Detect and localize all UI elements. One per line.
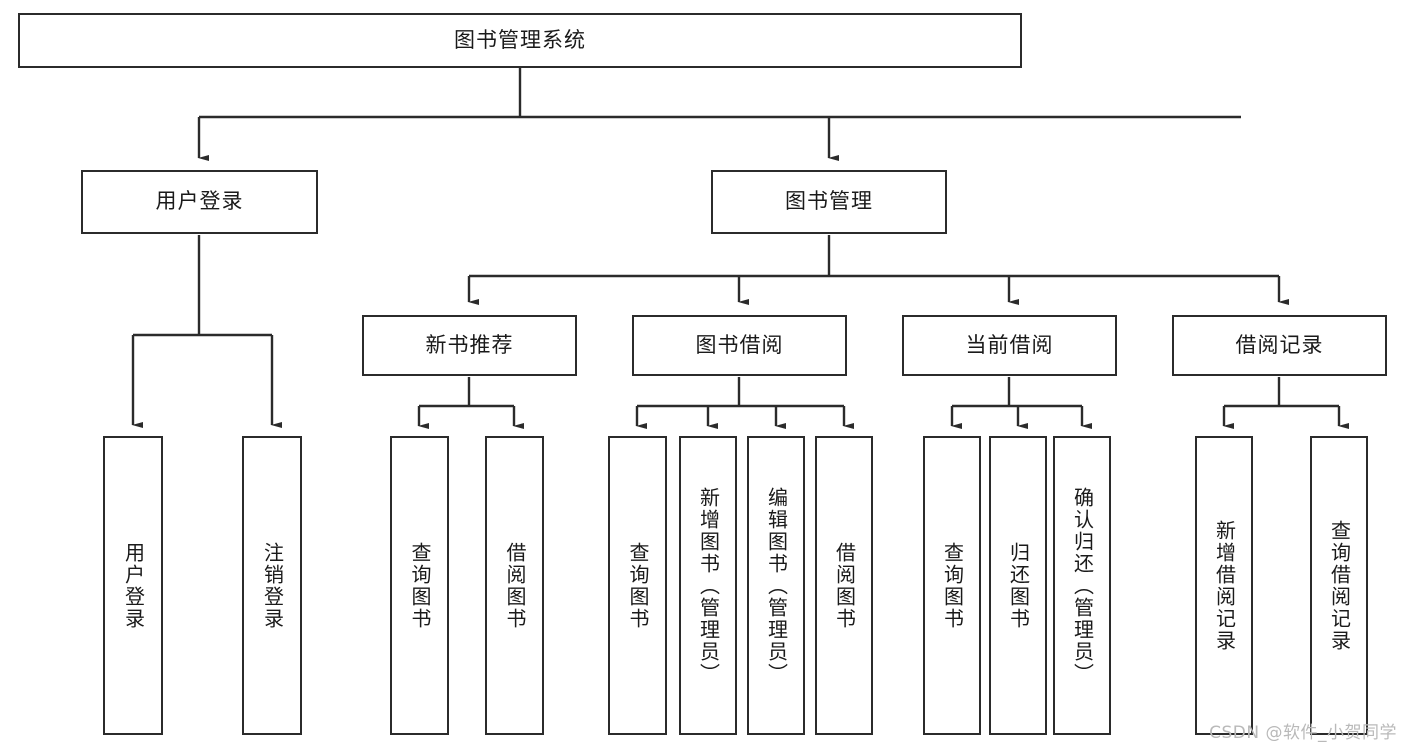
node-leaf-query-book-1[interactable]: 查询图书 [390,436,449,735]
node-borrow-record[interactable]: 借阅记录 [1172,315,1387,376]
node-book-borrow-label: 图书借阅 [695,332,784,357]
node-leaf-query-book-2[interactable]: 查询图书 [608,436,667,735]
node-new-book-recommend-label: 新书推荐 [425,332,514,357]
node-leaf-logout-label: 注销登录 [260,541,285,630]
node-leaf-edit-book[interactable]: 编辑图书（管理员） [747,436,805,735]
node-leaf-confirm-return[interactable]: 确认归还（管理员） [1053,436,1111,735]
node-leaf-borrow-book-1[interactable]: 借阅图书 [485,436,544,735]
node-current-borrow-label: 当前借阅 [965,332,1054,357]
node-root-label: 图书管理系统 [454,27,586,52]
node-current-borrow[interactable]: 当前借阅 [902,315,1117,376]
node-leaf-query-record[interactable]: 查询借阅记录 [1310,436,1368,735]
node-leaf-add-record[interactable]: 新增借阅记录 [1195,436,1253,735]
node-leaf-edit-book-label: 编辑图书（管理员） [764,486,789,685]
node-book-manage[interactable]: 图书管理 [711,170,947,234]
node-leaf-return-book[interactable]: 归还图书 [989,436,1047,735]
node-leaf-user-login-label: 用户登录 [121,541,146,630]
node-leaf-borrow-book-1-label: 借阅图书 [503,541,527,630]
node-user-login-label: 用户登录 [155,189,244,214]
node-leaf-query-book-3[interactable]: 查询图书 [923,436,981,735]
node-user-login[interactable]: 用户登录 [81,170,318,234]
node-leaf-add-book-label: 新增图书（管理员） [696,486,721,685]
node-leaf-add-book[interactable]: 新增图书（管理员） [679,436,737,735]
node-leaf-user-login[interactable]: 用户登录 [103,436,163,735]
node-leaf-query-book-3-label: 查询图书 [940,541,965,630]
node-leaf-add-record-label: 新增借阅记录 [1212,519,1237,652]
node-leaf-logout[interactable]: 注销登录 [242,436,302,735]
node-book-manage-label: 图书管理 [785,189,873,214]
csdn-watermark: CSDN @软件_小贺同学 [1209,723,1397,743]
node-leaf-return-book-label: 归还图书 [1006,541,1031,630]
node-leaf-borrow-book-2[interactable]: 借阅图书 [815,436,873,735]
node-leaf-query-book-2-label: 查询图书 [626,541,650,630]
node-book-borrow[interactable]: 图书借阅 [632,315,847,376]
node-leaf-query-book-1-label: 查询图书 [408,541,432,630]
node-leaf-query-record-label: 查询借阅记录 [1327,519,1352,652]
node-new-book-recommend[interactable]: 新书推荐 [362,315,577,376]
node-leaf-confirm-return-label: 确认归还（管理员） [1070,486,1095,685]
node-root[interactable]: 图书管理系统 [18,13,1022,68]
node-borrow-record-label: 借阅记录 [1235,332,1324,357]
node-leaf-borrow-book-2-label: 借阅图书 [832,541,857,630]
